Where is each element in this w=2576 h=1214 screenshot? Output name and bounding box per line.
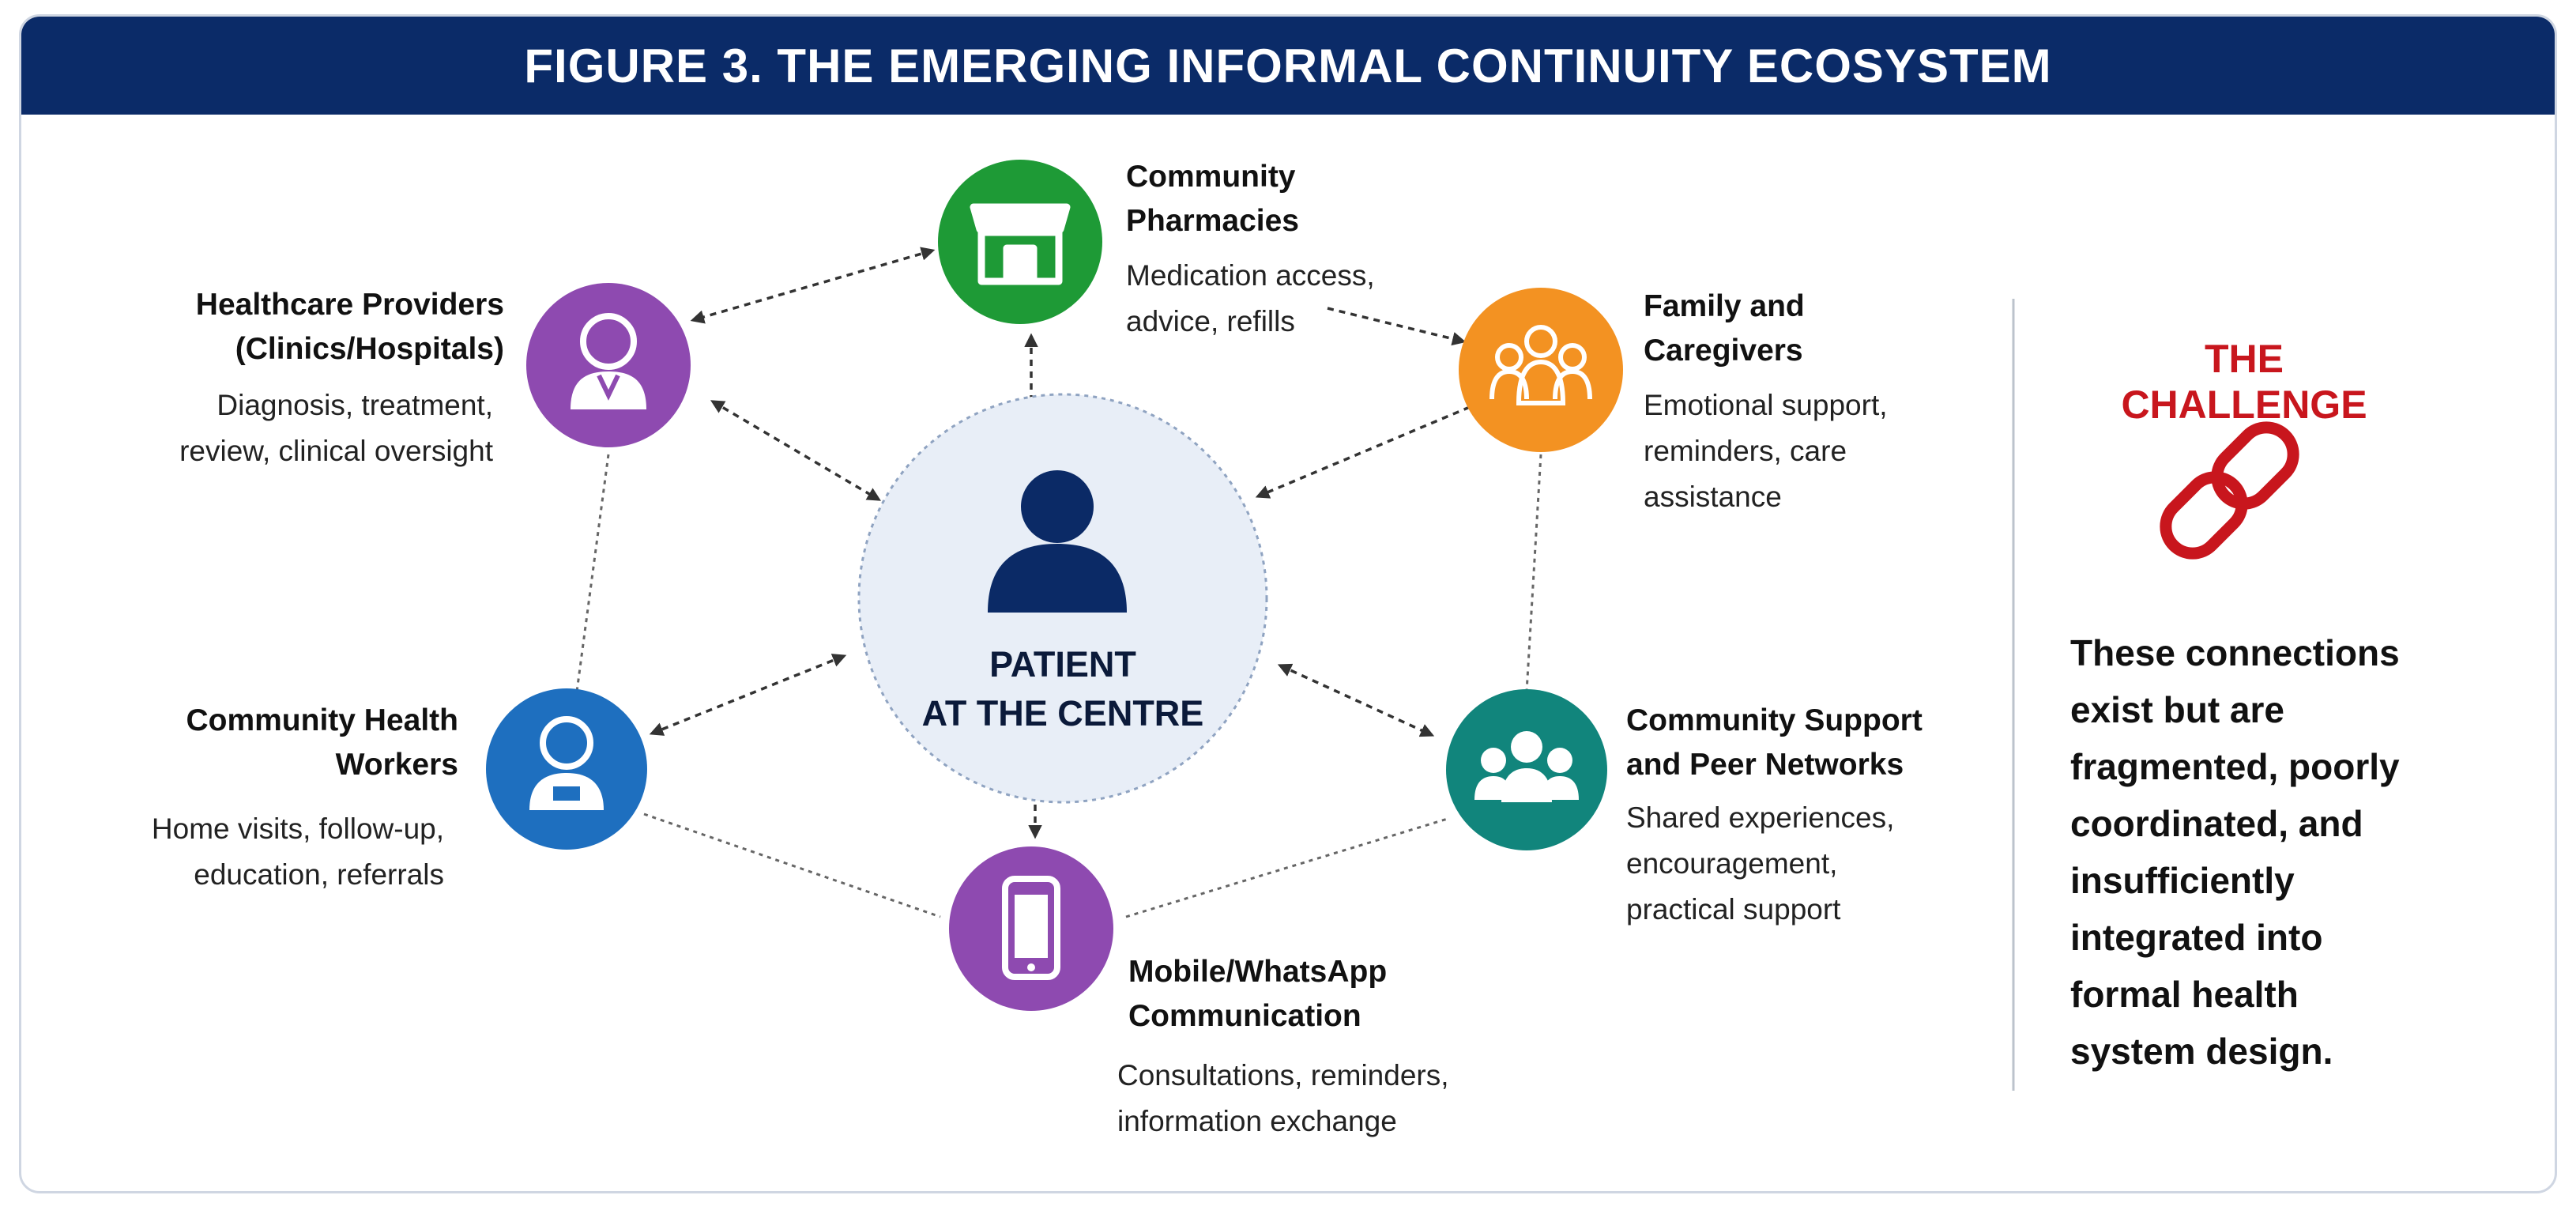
mobile-title-line2: Communication xyxy=(1128,999,1361,1033)
connector-providers-chw xyxy=(575,454,610,692)
challenge-line3: fragmented, poorly xyxy=(2070,746,2400,787)
challenge-line5: insufficiently xyxy=(2070,860,2295,901)
node-mobile xyxy=(949,846,1113,1011)
arrow-center-support xyxy=(1277,663,1435,737)
mobile-title-line1: Mobile/WhatsApp xyxy=(1128,955,1388,989)
chw-title-line1: Community Health xyxy=(186,703,458,737)
family-title-line2: Caregivers xyxy=(1644,334,1803,368)
node-providers xyxy=(526,283,691,447)
providers-desc: Diagnosis, treatment, review, clinical o… xyxy=(79,383,493,474)
chw-desc-line2: education, referrals xyxy=(194,858,444,891)
pharmacies-title: Community Pharmacies xyxy=(1126,155,1299,243)
node-pharmacies xyxy=(938,160,1102,324)
providers-desc-line2: review, clinical oversight xyxy=(179,435,493,467)
arrow-connections xyxy=(649,247,1471,839)
challenge-line7: formal health xyxy=(2070,974,2299,1015)
family-desc-line3: assistance xyxy=(1644,481,1782,513)
connector-chw-mobile xyxy=(643,812,941,918)
arrow-center-chw xyxy=(649,654,847,736)
challenge-text: These connections exist but are fragment… xyxy=(2070,624,2418,1080)
node-chw xyxy=(486,688,647,850)
connector-family-support xyxy=(1525,454,1542,692)
arrow-pharmacy-providers xyxy=(690,247,936,324)
health-worker-icon xyxy=(529,716,604,810)
doctor-icon xyxy=(571,313,646,409)
family-desc-line1: Emotional support, xyxy=(1644,389,1888,421)
family-title-line1: Family and xyxy=(1644,289,1805,323)
figure-frame: FIGURE 3. THE EMERGING INFORMAL CONTINUI… xyxy=(19,14,2557,1193)
providers-title-line1: Healthcare Providers xyxy=(195,288,504,322)
people-icon xyxy=(1474,731,1579,802)
pharmacies-desc-line2: advice, refills xyxy=(1126,305,1295,337)
patient-center xyxy=(857,393,1268,804)
challenge-line1: These connections xyxy=(2070,632,2400,673)
smartphone-icon xyxy=(1002,876,1060,980)
title-bar: FIGURE 3. THE EMERGING INFORMAL CONTINUI… xyxy=(21,17,2555,115)
arrow-providers-center xyxy=(710,400,882,501)
support-title: Community Support and Peer Networks xyxy=(1626,699,1923,787)
pharmacies-desc: Medication access, advice, refills xyxy=(1126,253,1375,345)
mobile-desc-line2: information exchange xyxy=(1117,1105,1397,1137)
connector-mobile-support xyxy=(1125,816,1451,918)
person-icon xyxy=(988,470,1127,613)
challenge-line8: system design. xyxy=(2070,1031,2333,1072)
support-desc-line1: Shared experiences, xyxy=(1626,801,1895,834)
mobile-title: Mobile/WhatsApp Communication xyxy=(1128,950,1387,1039)
storefront-icon xyxy=(970,203,1071,285)
pharmacies-title-line1: Community xyxy=(1126,160,1296,194)
arrow-family-center xyxy=(1255,405,1471,499)
patient-label: PATIENT AT THE CENTRE xyxy=(857,640,1268,738)
providers-title-line2: (Clinics/Hospitals) xyxy=(235,332,504,366)
pharmacies-desc-line1: Medication access, xyxy=(1126,259,1375,292)
challenge-title: THE CHALLENGE xyxy=(2121,337,2367,427)
support-desc: Shared experiences, encouragement, pract… xyxy=(1626,795,1894,933)
providers-desc-line1: Diagnosis, treatment, xyxy=(217,389,493,421)
family-desc: Emotional support, reminders, care assis… xyxy=(1644,383,1888,520)
challenge-line4: coordinated, and xyxy=(2070,803,2363,844)
support-desc-line2: encouragement, xyxy=(1626,847,1838,880)
family-title: Family and Caregivers xyxy=(1644,285,1805,373)
chw-desc: Home visits, follow-up, education, refer… xyxy=(87,806,444,898)
family-desc-line2: reminders, care xyxy=(1644,435,1847,467)
support-desc-line3: practical support xyxy=(1626,893,1841,926)
pharmacies-title-line2: Pharmacies xyxy=(1126,204,1299,238)
challenge-line2: exist but are xyxy=(2070,689,2284,730)
patient-label-line2: AT THE CENTRE xyxy=(921,693,1204,733)
support-title-line1: Community Support xyxy=(1626,703,1923,737)
peer-connections xyxy=(575,454,1542,918)
patient-label-line1: PATIENT xyxy=(989,644,1136,684)
node-support xyxy=(1446,689,1607,850)
broken-chain-icon xyxy=(2160,421,2299,560)
chw-title-line2: Workers xyxy=(335,748,458,782)
node-family xyxy=(1459,288,1623,452)
mobile-desc: Consultations, reminders, information ex… xyxy=(1117,1053,1449,1144)
support-title-line2: and Peer Networks xyxy=(1626,748,1904,782)
challenge-line6: integrated into xyxy=(2070,917,2323,958)
chw-desc-line1: Home visits, follow-up, xyxy=(151,812,444,845)
mobile-desc-line1: Consultations, reminders, xyxy=(1117,1059,1449,1091)
figure-title: FIGURE 3. THE EMERGING INFORMAL CONTINUI… xyxy=(524,39,2052,92)
providers-title: Healthcare Providers (Clinics/Hospitals) xyxy=(103,283,504,371)
group-icon xyxy=(1489,325,1592,405)
chw-title: Community Health Workers xyxy=(111,699,458,787)
